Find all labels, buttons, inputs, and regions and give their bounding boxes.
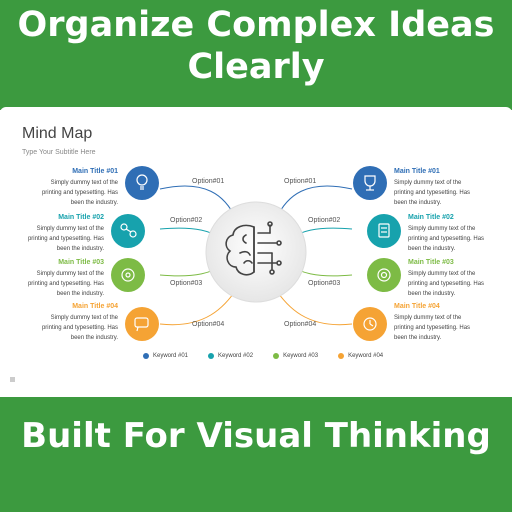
network-icon xyxy=(120,223,137,238)
option-right-01: Option#01 xyxy=(284,178,317,185)
gear-icon xyxy=(121,268,135,282)
node-left-04 xyxy=(125,307,159,341)
footer-banner: Built For Visual Thinking xyxy=(0,397,512,512)
option-right-04: Option#04 xyxy=(284,321,317,328)
legend-dot xyxy=(143,353,149,359)
chat-icon xyxy=(134,317,149,332)
lightbulb-icon xyxy=(136,174,148,190)
item-desc-left-04: Simply dummy text of the printing and ty… xyxy=(41,315,118,341)
legend-item: Keyword #01 xyxy=(143,353,188,359)
slide-corner-mark xyxy=(10,377,15,382)
item-title-right-02: Main Title #02 xyxy=(408,214,454,221)
option-right-02: Option#02 xyxy=(308,217,341,224)
legend-dot xyxy=(273,353,280,359)
option-left-03: Option#03 xyxy=(170,280,203,287)
legend-label: Keyword #02 xyxy=(218,353,254,359)
node-right-01 xyxy=(353,166,387,200)
item-title-left-04: Main Title #04 xyxy=(72,303,118,310)
node-right-04 xyxy=(353,307,387,341)
item-desc-left-02: Simply dummy text of the printing and ty… xyxy=(27,226,104,252)
slide-title: Mind Map xyxy=(22,125,93,142)
legend-item: Keyword #02 xyxy=(208,353,253,359)
option-left-01: Option#01 xyxy=(192,178,225,185)
item-desc-right-01: Simply dummy text of the printing and ty… xyxy=(394,180,471,206)
legend: Keyword #01 Keyword #02 Keyword #03 Keyw… xyxy=(143,353,383,359)
node-left-02 xyxy=(111,214,145,248)
center-node xyxy=(205,201,307,303)
legend-label: Keyword #01 xyxy=(153,353,189,359)
item-title-left-03: Main Title #03 xyxy=(58,259,104,266)
legend-item: Keyword #03 xyxy=(273,353,318,359)
node-left-03 xyxy=(111,258,145,292)
node-right-02 xyxy=(367,214,401,248)
item-title-left-02: Main Title #02 xyxy=(58,214,104,221)
legend-dot xyxy=(338,353,345,359)
header-title-line1: Organize Complex Ideas xyxy=(17,5,495,45)
mind-map-slide: Mind Map Type Your Subtitle Here Main Ti… xyxy=(0,107,512,397)
item-desc-right-03: Simply dummy text of the printing and ty… xyxy=(408,271,485,297)
header-title-line2: Clearly xyxy=(187,47,325,87)
option-left-04: Option#04 xyxy=(192,321,225,328)
slide-subtitle: Type Your Subtitle Here xyxy=(22,149,96,156)
legend-label: Keyword #04 xyxy=(348,353,384,359)
legend-dot xyxy=(208,353,215,359)
legend-item: Keyword #04 xyxy=(338,353,383,359)
header-banner: Organize Complex Ideas Clearly xyxy=(0,0,512,110)
option-left-02: Option#02 xyxy=(170,217,203,224)
item-title-right-03: Main Title #03 xyxy=(408,259,454,266)
node-left-01 xyxy=(125,166,159,200)
item-title-right-01: Main Title #01 xyxy=(394,168,440,175)
item-desc-right-04: Simply dummy text of the printing and ty… xyxy=(394,315,471,341)
target-icon xyxy=(377,268,391,282)
node-right-03 xyxy=(367,258,401,292)
item-title-right-04: Main Title #04 xyxy=(394,303,440,310)
brain-icon xyxy=(225,221,282,276)
option-right-03: Option#03 xyxy=(308,280,341,287)
item-desc-right-02: Simply dummy text of the printing and ty… xyxy=(408,226,485,252)
trophy-icon xyxy=(364,175,376,191)
mind-map-diagram xyxy=(111,166,401,341)
clock-icon xyxy=(363,317,377,331)
footer-title: Built For Visual Thinking xyxy=(21,416,491,456)
item-desc-left-01: Simply dummy text of the printing and ty… xyxy=(41,180,118,206)
item-title-left-01: Main Title #01 xyxy=(72,168,118,175)
document-icon xyxy=(378,223,390,238)
legend-label: Keyword #03 xyxy=(283,353,319,359)
item-desc-left-03: Simply dummy text of the printing and ty… xyxy=(27,271,104,297)
